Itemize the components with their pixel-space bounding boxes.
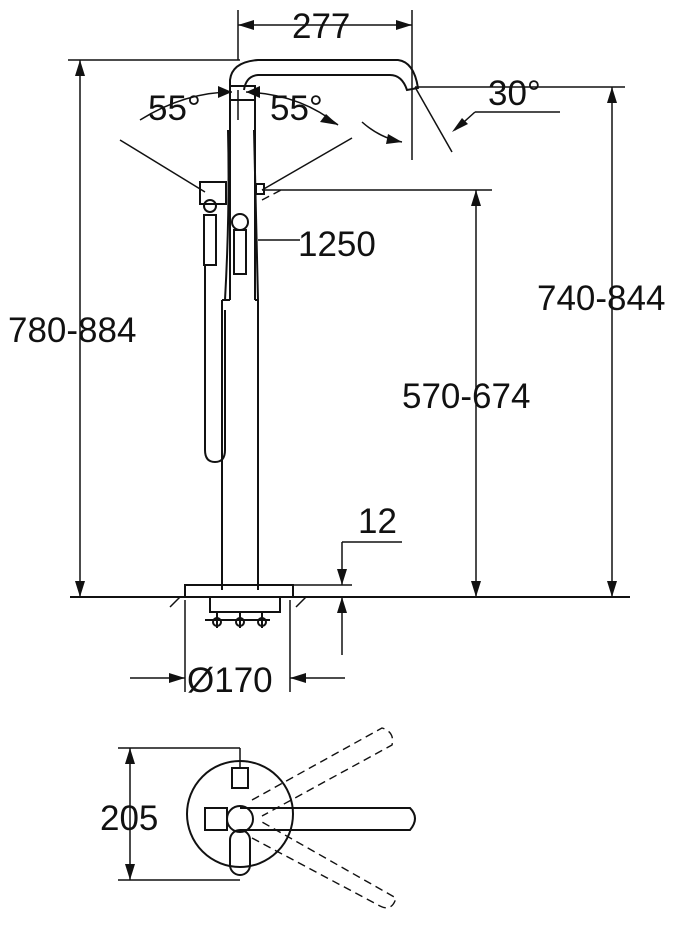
plan-depth-label: 205 [100,799,158,838]
base-plate-label: 12 [358,502,397,541]
base-diameter-label: Ø170 [187,661,273,700]
handle-height-dimension: 570-674 [262,189,530,597]
handle-angle-right-label: 55° [270,89,323,128]
handle-angle-left-label: 55° [148,89,201,128]
spout-angle-label: 30° [488,74,541,113]
total-height-label: 780-884 [8,311,136,350]
handle-angle-left: 55° [119,86,239,193]
base-plate-dimension: 12 [290,502,402,655]
spout-angle: 30° [361,74,560,153]
spout-height-dimension: 740-844 [415,86,665,597]
faucet-elevation [169,59,420,628]
hose-length: 1250 [298,225,376,264]
total-height-dimension: 780-884 [8,59,240,597]
handle-angle-right: 55° [245,86,353,201]
handle-height-label: 570-674 [402,377,530,416]
spout-height-label: 740-844 [537,279,665,318]
base-diameter-dimension: Ø170 [130,600,345,700]
spout-reach-label: 277 [292,7,350,46]
faucet-plan-view: 205 [100,727,416,909]
hose-length-label: 1250 [298,225,376,264]
spout-reach-dimension: 277 [237,7,413,160]
